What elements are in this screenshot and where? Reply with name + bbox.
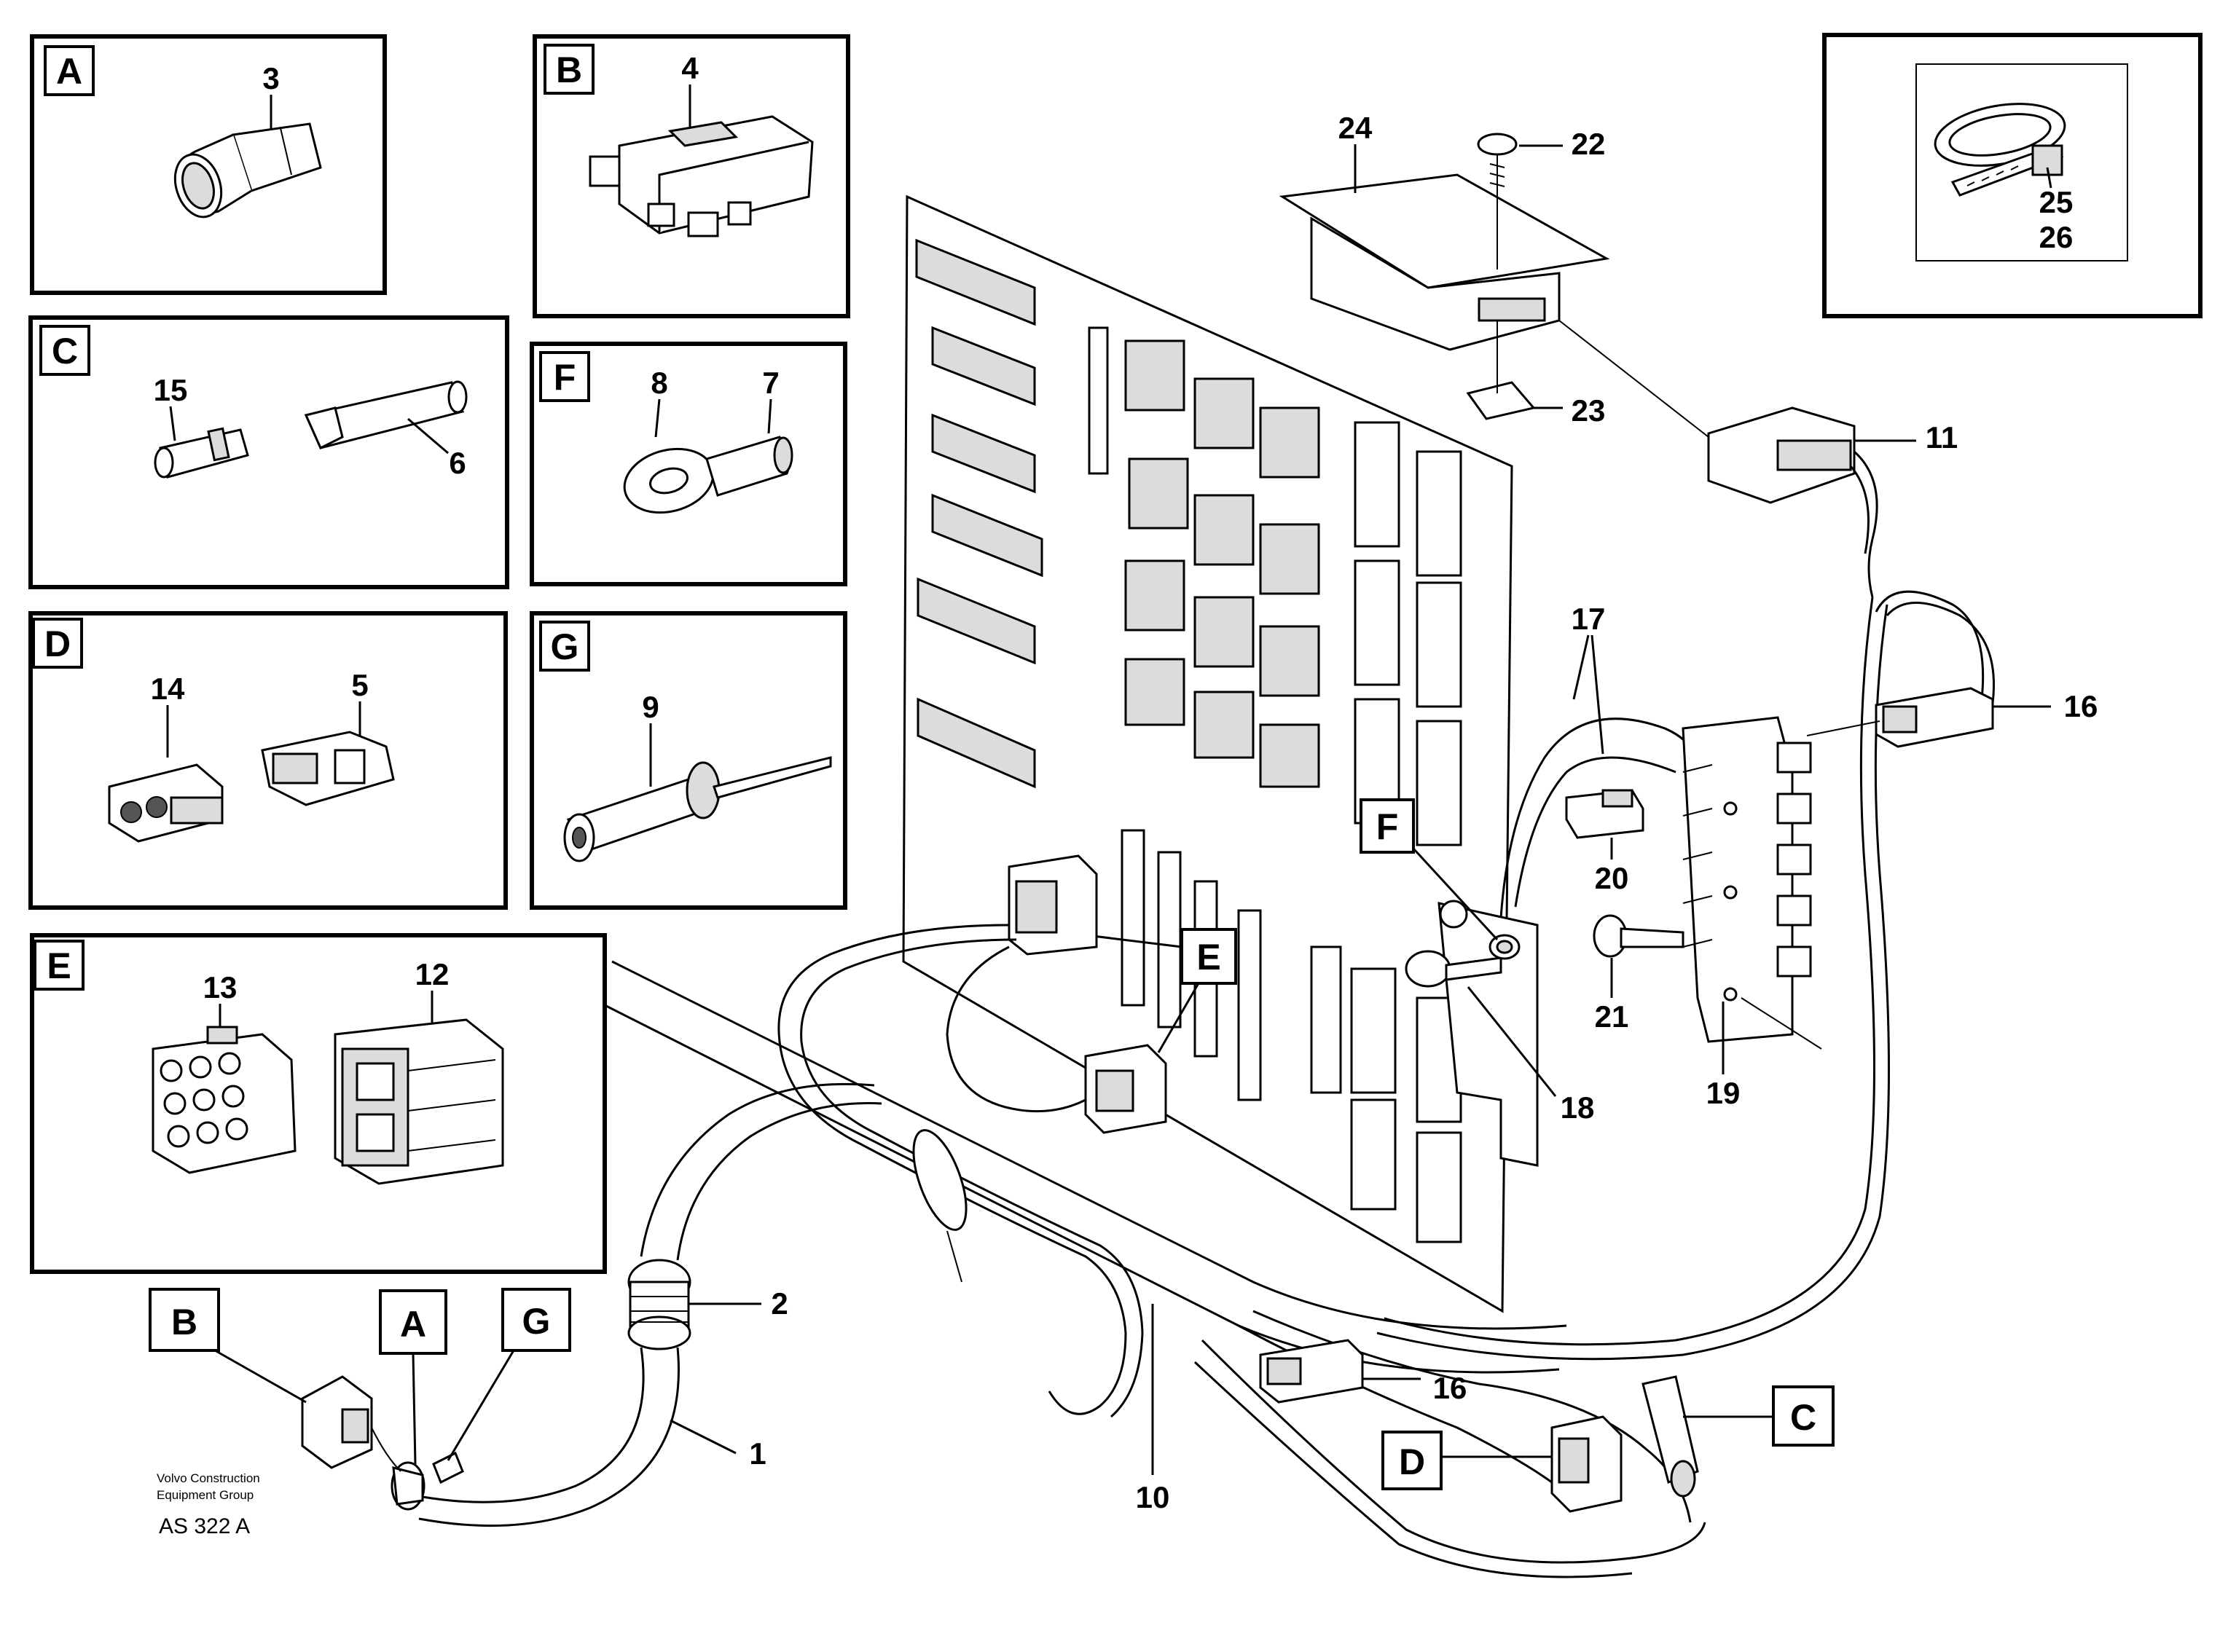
- circuit-board: [902, 194, 1539, 1313]
- tag-f: [1360, 798, 1415, 854]
- connector-16b-icon: [1259, 1339, 1364, 1404]
- tag-b: [149, 1288, 220, 1352]
- part-label-3: 3: [262, 61, 279, 95]
- ring-terminal-icon: [623, 436, 793, 514]
- relay-20-icon: [1565, 789, 1644, 839]
- inset-a-letter: A: [56, 51, 82, 92]
- cable-tie-icon: [1934, 103, 2066, 197]
- tag-a: [379, 1289, 447, 1355]
- connector-e1-icon: [1008, 854, 1098, 956]
- cable-clip-icon: [912, 1129, 968, 1283]
- bolt-21-icon: [1593, 914, 1684, 958]
- pin-terminal-icon: [154, 380, 468, 479]
- part-label-23: 23: [1572, 393, 1606, 428]
- tag-d-letter: D: [1399, 1441, 1425, 1482]
- multi-pin-connector-icon: [152, 1018, 504, 1185]
- control-unit-box: [1279, 173, 1610, 351]
- tag-a-letter: A: [400, 1304, 426, 1345]
- part-label-7: 7: [762, 366, 779, 400]
- part-label-8: 8: [651, 366, 667, 400]
- inset-e: E 13 12: [30, 933, 607, 1274]
- connector-16a-icon: [1806, 687, 1994, 748]
- inset-b: B 4: [533, 34, 850, 318]
- cable-gland-icon: [627, 1259, 691, 1350]
- inset-b-letter: B: [556, 50, 582, 90]
- part-label-18: 18: [1561, 1090, 1595, 1125]
- inset-f-letter: F: [554, 357, 576, 398]
- part-label-17: 17: [1572, 602, 1606, 636]
- tag-e: [1180, 928, 1237, 985]
- connector-d-icon: [1550, 1415, 1623, 1513]
- inset-d-letter: D: [44, 624, 71, 664]
- part-label-6: 6: [449, 446, 466, 480]
- inset-e-letter: E: [47, 945, 71, 986]
- tag-g: [501, 1288, 571, 1352]
- part-label-5: 5: [351, 668, 368, 702]
- tag-b-letter: B: [171, 1302, 197, 1342]
- inset-cable-tie: 25 26: [1822, 33, 2202, 318]
- footer-company-line1: Volvo Construction: [157, 1471, 260, 1485]
- connector-11-icon: [1558, 320, 1856, 504]
- tag-c-letter: C: [1790, 1397, 1816, 1438]
- inset-c: C 15 6: [28, 315, 509, 589]
- part-label-19: 19: [1706, 1076, 1741, 1110]
- part-label-4: 4: [681, 51, 699, 85]
- part-label-16b: 16: [1433, 1371, 1467, 1405]
- bolt-18-icon: [1405, 900, 1521, 988]
- relay-grid: [1124, 339, 1320, 788]
- inset-c-letter: C: [52, 331, 78, 371]
- plug-g-small-icon: [432, 1451, 464, 1484]
- tag-c: [1772, 1385, 1835, 1447]
- inset-g-letter: G: [551, 626, 579, 667]
- screw-icon: [1477, 133, 1518, 270]
- connector-housing-icon: [589, 115, 814, 237]
- part-label-9: 9: [642, 690, 659, 724]
- part-label-1: 1: [749, 1436, 766, 1471]
- connector-e2-icon: [1084, 1044, 1167, 1134]
- part-label-20: 20: [1595, 861, 1629, 895]
- footer-company-line2: Equipment Group: [157, 1488, 254, 1502]
- inset-g: G 9: [530, 611, 847, 910]
- part-label-10: 10: [1136, 1480, 1170, 1514]
- part-label-16a: 16: [2064, 689, 2098, 723]
- connector-c-icon: [1641, 1375, 1699, 1498]
- sleeve-a-small-icon: [371, 1427, 425, 1511]
- footer-drawing-code: AS 322 A: [159, 1514, 250, 1538]
- tag-f-letter: F: [1376, 806, 1399, 847]
- tag-e-letter: E: [1196, 937, 1220, 978]
- rubber-sleeve-icon: [173, 122, 322, 219]
- part-label-24: 24: [1338, 111, 1373, 145]
- connector-b-small-icon: [301, 1375, 373, 1469]
- cable-plug-icon: [563, 756, 832, 862]
- tag-d: [1381, 1431, 1443, 1490]
- part-label-15: 15: [154, 373, 188, 407]
- part-label-14: 14: [151, 672, 185, 706]
- part-label-25: 25: [2039, 185, 2074, 219]
- part-label-21: 21: [1595, 999, 1629, 1034]
- tag-g-letter: G: [522, 1301, 551, 1342]
- two-pole-connector-icon: [108, 731, 395, 843]
- inset-a: A 3: [30, 34, 387, 295]
- part-label-13: 13: [203, 970, 238, 1004]
- part-label-2: 2: [771, 1286, 788, 1321]
- part-label-26: 26: [2039, 220, 2074, 254]
- part-label-12: 12: [415, 957, 450, 991]
- part-label-22: 22: [1572, 127, 1606, 161]
- inset-d: D 14 5: [28, 611, 508, 910]
- part-label-11: 11: [1926, 420, 1958, 455]
- inset-f: F 8 7: [530, 342, 847, 586]
- fuse-block-icon: [1682, 716, 1812, 1043]
